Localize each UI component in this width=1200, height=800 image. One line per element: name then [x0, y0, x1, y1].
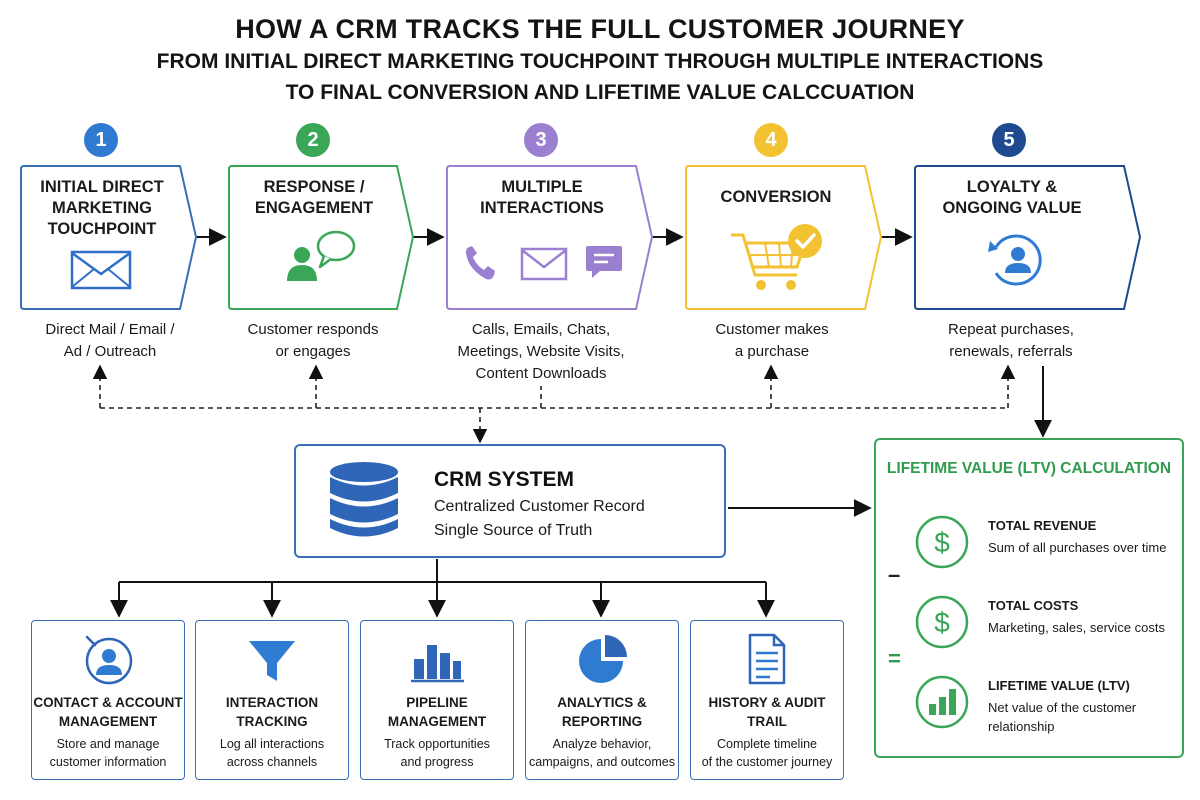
page-subtitle-line-1: FROM INITIAL DIRECT MARKETING TOUCHPOINT…: [156, 50, 1044, 73]
crm-description-line-1: Centralized Customer Record: [434, 498, 645, 515]
stage-3-number-badge: 3: [524, 123, 558, 157]
page-subtitle-line-2: TO FINAL CONVERSION AND LIFETIME VALUE C…: [285, 81, 915, 104]
dollar-icon: $: [915, 595, 969, 649]
stage-4-outline: [685, 165, 883, 310]
ltv-calculation-panel: LIFETIME VALUE (LTV) CALCULATION $ TOTAL…: [874, 438, 1184, 758]
ltv-item-2-title: TOTAL COSTS: [988, 598, 1079, 613]
envelope-icon: [70, 250, 132, 290]
crm-title: CRM SYSTEM: [434, 468, 575, 491]
module-1-description: Store and manage customer information: [49, 737, 167, 769]
module-3-title: PIPELINE MANAGEMENT: [387, 695, 487, 729]
stage-multiple-interactions: MULTIPLE INTERACTIONS: [446, 165, 654, 310]
stage-4-title: CONVERSION: [720, 188, 832, 206]
stage-initial-touchpoint: INITIAL DIRECT MARKETING TOUCHPOINT: [20, 165, 198, 310]
stage-1-number-badge: 1: [84, 123, 118, 157]
document-icon: [748, 633, 786, 685]
phone-mail-chat-icons: [466, 246, 622, 281]
stage-conversion: CONVERSION: [685, 165, 883, 310]
contact-icon: [85, 635, 133, 685]
database-icon: [330, 462, 398, 537]
ltv-item-1-title: TOTAL REVENUE: [988, 518, 1097, 533]
stage-2-caption: Customer responds or engages: [247, 321, 379, 360]
stage-5-number-badge: 5: [992, 123, 1026, 157]
stage-3-caption: Calls, Emails, Chats, Meetings, Website …: [457, 321, 625, 382]
module-2-description: Log all interactions across channels: [219, 737, 325, 769]
person-cycle-icon: [988, 234, 1042, 286]
ltv-item-1-description: Sum of all purchases over time: [988, 540, 1167, 555]
stage-4-caption: Customer makes a purchase: [715, 321, 829, 360]
stage-5-caption: Repeat purchases, renewals, referrals: [948, 321, 1074, 360]
stage-loyalty-ongoing-value: LOYALTY & ONGOING VALUE: [914, 165, 1142, 310]
module-5-title: HISTORY & AUDIT TRAIL: [708, 695, 826, 729]
module-4-description: Analyze behavior, campaigns, and outcome…: [529, 737, 675, 769]
stage-2-title: RESPONSE / ENGAGEMENT: [254, 178, 374, 217]
module-pipeline-management: PIPELINE MANAGEMENT Track opportunities …: [360, 620, 514, 780]
svg-text:$: $: [934, 607, 950, 638]
module-interaction-tracking: INTERACTION TRACKING Log all interaction…: [195, 620, 349, 780]
growth-chart-icon: [915, 675, 969, 729]
module-history-audit-trail: HISTORY & AUDIT TRAIL Complete timeline …: [690, 620, 844, 780]
module-3-description: Track opportunities and progress: [384, 737, 490, 769]
cart-check-icon: [731, 224, 822, 290]
stage-1-caption: Direct Mail / Email / Ad / Outreach: [45, 321, 175, 360]
minus-operator: –: [888, 562, 901, 587]
stage-response-engagement: RESPONSE / ENGAGEMENT: [228, 165, 415, 310]
ltv-total-revenue: $ TOTAL REVENUE Sum of all purchases ove…: [914, 514, 1174, 574]
stage-2-number-badge: 2: [296, 123, 330, 157]
module-5-description: Complete timeline of the customer journe…: [701, 737, 833, 769]
stage-3-title: MULTIPLE INTERACTIONS: [480, 178, 604, 217]
ltv-item-2-description: Marketing, sales, service costs: [988, 620, 1166, 635]
ltv-lifetime-value: LIFETIME VALUE (LTV) Net value of the cu…: [914, 674, 1174, 734]
dollar-icon: $: [915, 515, 969, 569]
person-speech-icon: [287, 230, 356, 281]
module-4-title: ANALYTICS & REPORTING: [557, 695, 647, 729]
svg-text:$: $: [934, 527, 950, 558]
stage-1-title: INITIAL DIRECT MARKETING TOUCHPOINT: [40, 178, 164, 238]
module-analytics-reporting: ANALYTICS & REPORTING Analyze behavior, …: [525, 620, 679, 780]
crm-system-box: CRM SYSTEM Centralized Customer Record S…: [294, 444, 726, 558]
stage-1-outline: [20, 165, 198, 310]
ltv-total-costs: $ TOTAL COSTS Marketing, sales, service …: [914, 594, 1174, 654]
ltv-item-3-title: LIFETIME VALUE (LTV): [988, 678, 1130, 693]
module-contact-account-management: CONTACT & ACCOUNT MANAGEMENT Store and m…: [31, 620, 185, 780]
page-title: HOW A CRM TRACKS THE FULL CUSTOMER JOURN…: [235, 14, 965, 44]
stage-5-title: LOYALTY & ONGOING VALUE: [942, 178, 1082, 217]
crm-description-line-2: Single Source of Truth: [434, 522, 593, 539]
bar-chart-icon: [411, 645, 464, 683]
ltv-item-3-description: Net value of the customer relationship: [988, 700, 1137, 734]
module-2-title: INTERACTION TRACKING: [225, 695, 319, 729]
stage-3-outline: [446, 165, 654, 310]
pie-chart-icon: [579, 635, 627, 683]
ltv-title: LIFETIME VALUE (LTV) CALCULATION: [886, 460, 1172, 477]
equals-operator: =: [888, 646, 901, 671]
module-1-title: CONTACT & ACCOUNT MANAGEMENT: [33, 695, 183, 729]
funnel-icon: [249, 641, 295, 681]
stage-4-number-badge: 4: [754, 123, 788, 157]
